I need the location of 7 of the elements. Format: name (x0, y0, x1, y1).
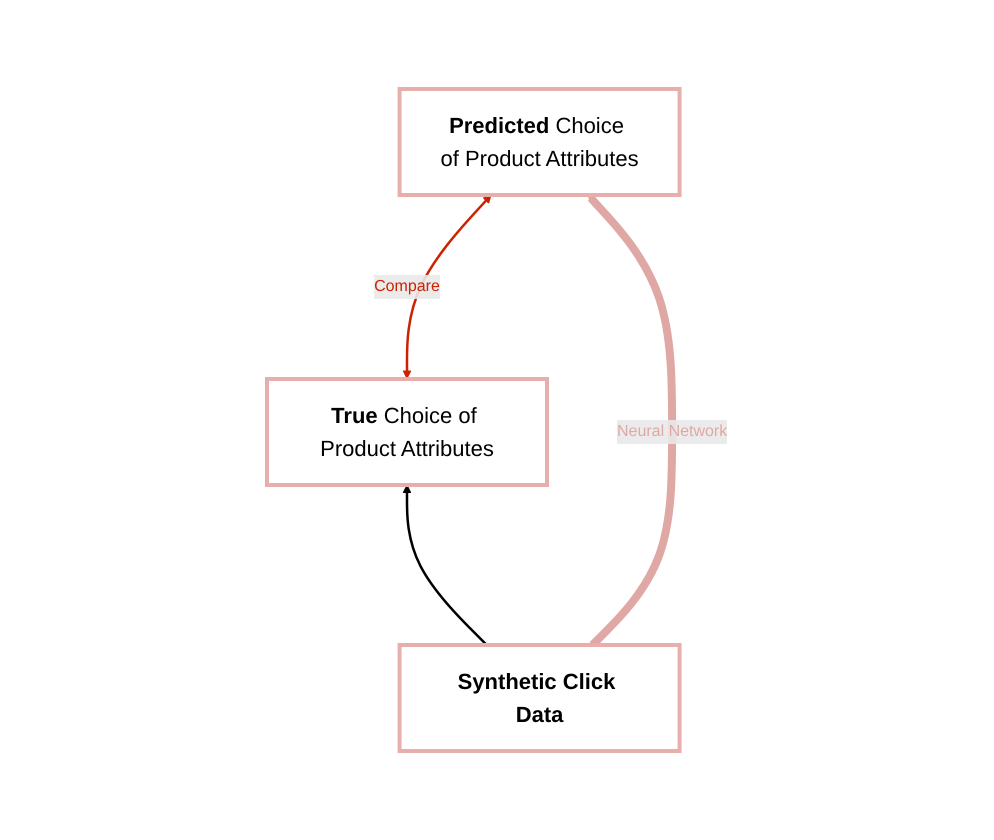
node-box: True Choice of Product Attributes (264, 377, 549, 487)
node-box: Predicted Choice of Product Attributes (397, 87, 682, 197)
edge-label: Neural Network (616, 423, 728, 440)
node-box: Synthetic Click Data (397, 643, 682, 753)
arrow (402, 194, 492, 379)
edge-label: Compare (374, 278, 440, 295)
arrow (402, 484, 488, 646)
